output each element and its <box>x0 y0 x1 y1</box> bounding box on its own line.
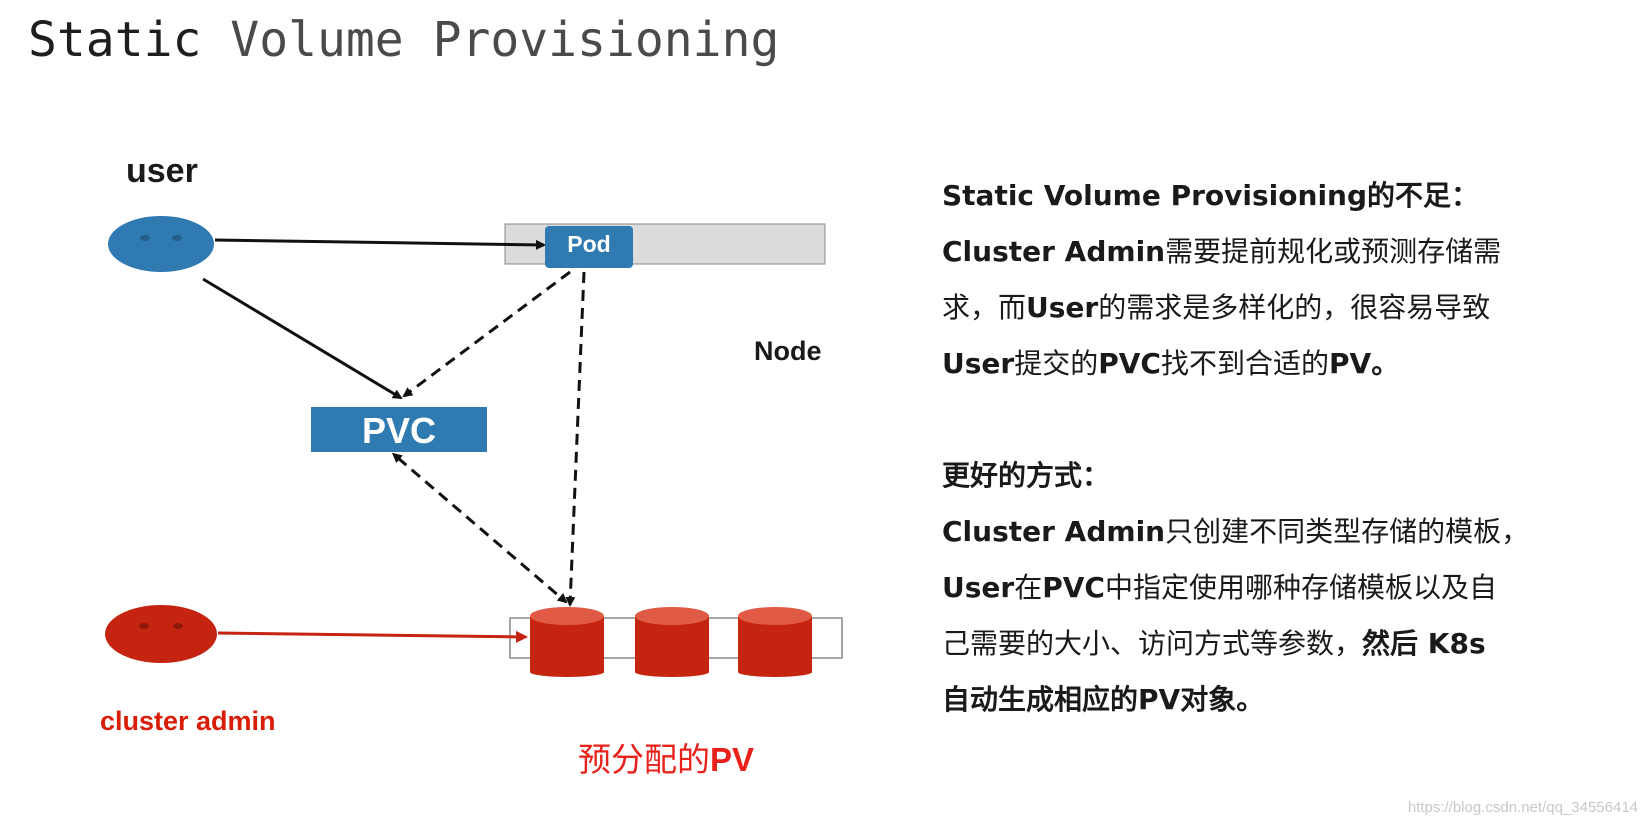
arrow-user-to-pvc <box>202 277 403 400</box>
drawbacks-line-2: 求，而User的需求是多样化的，很容易导致 <box>942 280 1582 336</box>
p2-l3-b: 然后 K8s <box>1362 627 1486 660</box>
p2-l4-c: 对象。 <box>1180 683 1265 716</box>
better-line-2: User在PVC中指定使用哪种存储模板以及自 <box>942 560 1582 616</box>
user-eye-right <box>172 235 182 241</box>
user-avatar <box>108 216 214 272</box>
p2-l1-a: Cluster Admin <box>942 515 1166 548</box>
slide-title: Static Volume Provisioning <box>28 12 779 68</box>
p2-l2-b: 在 <box>1014 571 1043 604</box>
prepv-prefix: 预分配的 <box>578 741 710 778</box>
admin-eye-right <box>173 623 183 629</box>
user-label: user <box>126 152 198 190</box>
admin-avatar <box>105 605 217 663</box>
better-line-3: 己需要的大小、访问方式等参数，然后 K8s <box>942 616 1582 672</box>
node-label: Node <box>754 336 822 366</box>
p2-l4-b: PV <box>1138 683 1181 716</box>
p1-l3-a: User <box>942 347 1015 380</box>
pv-cylinder-2 <box>635 607 709 677</box>
watermark: https://blog.csdn.net/qq_34556414 <box>1407 799 1638 816</box>
panel-gap <box>942 392 1582 448</box>
preallocated-pv-label: 预分配的PV <box>578 733 754 781</box>
heading-better-way: 更好的方式： <box>942 459 1111 492</box>
cluster-admin-label: cluster admin <box>100 706 276 736</box>
dashed-pod-to-pvc <box>402 270 571 398</box>
p1-l3-b: 提交的 <box>1014 347 1099 380</box>
p1-l3-d: 找不到合适的 <box>1160 347 1329 380</box>
prepv-suffix: PV <box>710 741 755 778</box>
admin-eye-left <box>139 623 149 629</box>
p2-l1-b: 只创建不同类型存储的模板， <box>1165 515 1530 548</box>
p2-l3-a: 己需要的大小、访问方式等参数， <box>942 627 1363 660</box>
arrow-admin-to-pv <box>217 630 528 643</box>
pod-box <box>545 226 633 268</box>
p1-l3-f: 。 <box>1371 347 1400 380</box>
explanation-panel: Static Volume Provisioning的不足： Cluster A… <box>942 168 1582 728</box>
p1-l2-b: User <box>1026 291 1099 324</box>
better-line-4: 自动生成相应的PV对象。 <box>942 672 1582 728</box>
drawbacks-line-3: User提交的PVC找不到合适的PV。 <box>942 336 1582 392</box>
provisioning-diagram <box>105 216 843 677</box>
pvc-label: PVC <box>361 410 437 451</box>
title-strong: Static <box>28 12 202 68</box>
heading-drawbacks: Static Volume Provisioning的不足： <box>942 168 1582 224</box>
heading-drawbacks-b: 的不足： <box>1367 179 1480 212</box>
p1-l2-a: 求，而 <box>942 291 1027 324</box>
pvc-box <box>311 407 487 452</box>
title-rest: Volume Provisioning <box>201 12 780 68</box>
p2-l4-a: 自动生成相应的 <box>942 683 1139 716</box>
p1-l1-a: Cluster Admin <box>942 235 1166 268</box>
dashed-pod-to-pv <box>565 271 586 607</box>
pod-label: Pod <box>567 231 611 257</box>
dashed-pvc-pv-bidirectional <box>391 452 568 604</box>
heading-drawbacks-a: Static Volume Provisioning <box>942 179 1368 212</box>
arrow-user-to-pod <box>214 238 546 250</box>
p1-l1-b: 需要提前规化或预测存储需 <box>1165 235 1502 268</box>
p2-l2-c: PVC <box>1042 571 1105 604</box>
p2-l2-a: User <box>942 571 1015 604</box>
p1-l2-c: 的需求是多样化的，很容易导致 <box>1098 291 1491 324</box>
p1-l3-c: PVC <box>1098 347 1161 380</box>
p1-l3-e: PV <box>1328 347 1372 380</box>
p2-l2-d: 中指定使用哪种存储模板以及自 <box>1104 571 1497 604</box>
user-eye-left <box>140 235 150 241</box>
drawbacks-line-1: Cluster Admin需要提前规化或预测存储需 <box>942 224 1582 280</box>
better-line-1: Cluster Admin只创建不同类型存储的模板， <box>942 504 1582 560</box>
pv-cylinder-1 <box>530 607 604 677</box>
pv-cylinder-3 <box>738 607 812 677</box>
